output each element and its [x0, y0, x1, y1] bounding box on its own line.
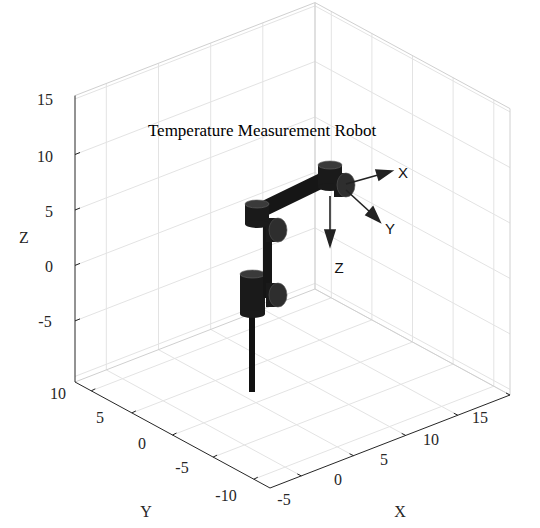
- axes-grid: [75, 3, 510, 488]
- x-axis: [270, 395, 510, 488]
- grid-line: [158, 63, 159, 349]
- tick-mark: [402, 433, 406, 435]
- tick-mark: [213, 455, 217, 457]
- tick-mark: [254, 477, 258, 479]
- joint-cylinder: [245, 200, 269, 208]
- x-tick-label: -5: [277, 492, 290, 508]
- joint-cylinder: [318, 161, 342, 169]
- arrow-head: [366, 207, 380, 222]
- y-tick-label: -5: [175, 460, 188, 476]
- frame-axis-x: [346, 175, 378, 184]
- tick-mark: [297, 474, 301, 476]
- grid-line: [315, 62, 510, 168]
- tick-mark: [75, 208, 80, 210]
- plot-title: Temperature Measurement Robot: [148, 122, 376, 139]
- tick-mark: [506, 393, 510, 395]
- axis-label: X: [394, 504, 406, 520]
- grid-line: [315, 172, 510, 278]
- tick-mark: [132, 411, 136, 413]
- frame-axis-z: [329, 196, 331, 232]
- joint-cylinder: [245, 220, 269, 228]
- box-edge: [510, 109, 511, 395]
- joint-cylinder: [269, 283, 287, 307]
- axis-label: Z: [19, 230, 29, 246]
- y-tick-label: 10: [50, 386, 66, 402]
- z-tick-label: 0: [45, 259, 53, 275]
- z-tick-label: -5: [38, 314, 51, 330]
- joint-cylinder: [269, 218, 287, 242]
- grid-line: [254, 386, 494, 479]
- grid-line: [75, 283, 315, 376]
- box-edge: [315, 289, 510, 395]
- grid-line: [106, 84, 107, 370]
- tick-mark: [350, 454, 354, 456]
- tick-mark: [75, 263, 80, 265]
- x-tick-label: 10: [423, 432, 439, 448]
- grid-line: [453, 78, 454, 364]
- x-tick-label: 15: [472, 410, 488, 426]
- grid-line: [315, 228, 510, 334]
- x-tick-label: 0: [334, 472, 342, 488]
- grid-line: [493, 100, 494, 386]
- frame-label: Y: [385, 221, 395, 236]
- joint-cylinder: [240, 310, 265, 318]
- robot-arm: [240, 161, 392, 392]
- y-tick-label: 5: [96, 410, 104, 426]
- z-axis: [75, 96, 76, 382]
- y-tick-label: 0: [138, 436, 146, 452]
- tick-mark: [75, 153, 80, 155]
- grid-line: [315, 283, 510, 389]
- x-tick-label: 5: [380, 452, 388, 468]
- joint-cylinder: [337, 173, 355, 197]
- box-edge: [315, 3, 316, 289]
- arrow-head: [325, 230, 335, 246]
- grid-line: [210, 43, 211, 329]
- box-edge: [75, 3, 315, 96]
- grid-line: [331, 12, 332, 298]
- grid-line: [91, 298, 331, 391]
- tick-mark: [91, 389, 95, 391]
- tick-mark: [173, 433, 177, 435]
- box-edge: [315, 3, 510, 109]
- tick-mark: [75, 319, 80, 321]
- grid-line: [315, 6, 510, 112]
- joint-cylinder: [240, 270, 265, 278]
- y-axis: [75, 382, 270, 488]
- z-tick-label: 15: [37, 92, 53, 108]
- grid-line: [412, 56, 413, 342]
- grid-line: [173, 342, 413, 435]
- axis-label: Y: [140, 504, 152, 520]
- joint-cylinder: [240, 274, 265, 314]
- y-tick-label: -10: [215, 488, 236, 504]
- z-tick-label: 10: [37, 149, 53, 165]
- grid-line: [75, 172, 315, 265]
- frame-label: X: [398, 165, 408, 180]
- grid-line: [75, 6, 315, 99]
- grid-line: [75, 62, 315, 155]
- z-tick-label: 5: [45, 204, 53, 220]
- frame-label: Z: [334, 260, 343, 275]
- frame-axis-y: [346, 190, 370, 212]
- arrow-head: [376, 170, 392, 180]
- grid-line: [315, 3, 316, 289]
- tick-mark: [454, 413, 458, 415]
